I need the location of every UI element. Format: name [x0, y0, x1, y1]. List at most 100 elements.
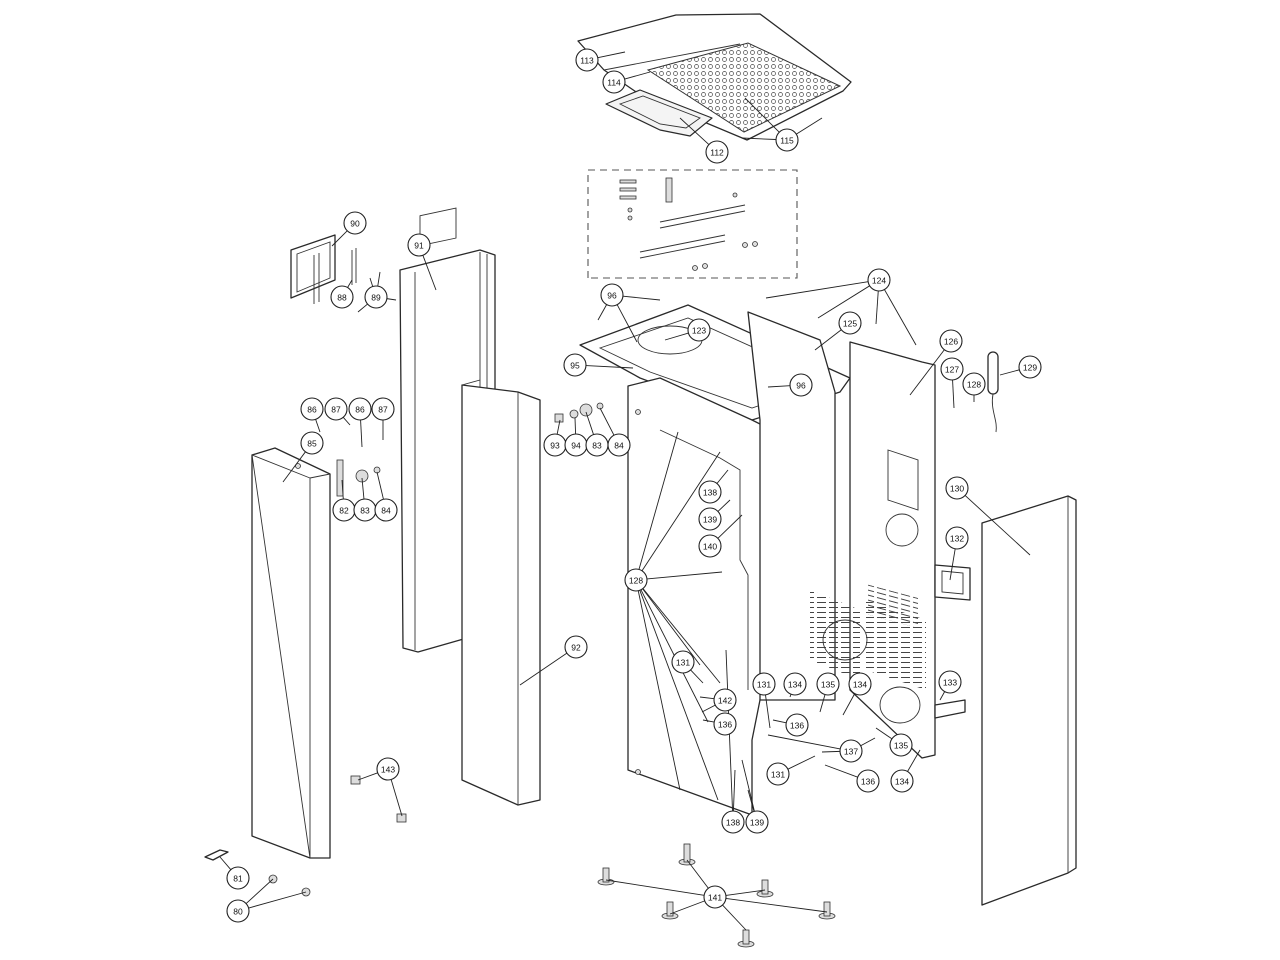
callout-label: 137 — [844, 747, 858, 757]
callout-label: 141 — [708, 893, 722, 903]
callout-circle — [939, 329, 963, 353]
leader-line — [860, 737, 876, 747]
leader-line — [638, 431, 679, 570]
leader-line — [585, 411, 594, 435]
leader-line — [744, 97, 780, 133]
leader-line — [357, 772, 378, 781]
leader-line — [722, 904, 747, 931]
callout-circle — [343, 211, 367, 235]
callout-circle — [785, 713, 809, 737]
callout-circle — [607, 433, 631, 457]
callout-143: 143 — [376, 757, 400, 781]
callout-circle — [703, 885, 727, 909]
callout-label: 134 — [895, 777, 909, 787]
leader-line — [248, 891, 307, 909]
leader-line — [817, 285, 870, 319]
callout-label: 136 — [861, 777, 875, 787]
callout-circle — [721, 810, 745, 834]
leader-line — [605, 879, 705, 896]
callout-label: 136 — [790, 721, 804, 731]
leader-line — [361, 477, 365, 500]
callout-82: 82 — [332, 498, 356, 522]
callout-circle — [371, 397, 395, 421]
callout-134: 134 — [848, 672, 872, 696]
callout-circle — [783, 672, 807, 696]
leader-line — [369, 277, 374, 287]
callout-label: 86 — [355, 405, 365, 415]
leader-line — [741, 137, 777, 140]
callout-label: 134 — [853, 680, 867, 690]
leader-line — [701, 704, 716, 713]
callout-125: 125 — [838, 311, 862, 335]
callout-label: 127 — [945, 365, 959, 375]
callout-95: 95 — [563, 353, 587, 377]
callout-label: 113 — [580, 56, 594, 66]
callout-label: 133 — [943, 678, 957, 688]
callout-92: 92 — [564, 635, 588, 659]
callout-84: 84 — [374, 498, 398, 522]
callout-label: 134 — [788, 680, 802, 690]
callout-circle — [945, 526, 969, 550]
leader-line — [585, 365, 634, 369]
callout-96: 96 — [600, 283, 624, 307]
leader-line — [686, 859, 709, 889]
callout-87: 87 — [324, 397, 348, 421]
callout-label: 130 — [950, 484, 964, 494]
leader-line — [597, 304, 608, 321]
leader-line — [642, 588, 701, 666]
callout-circle — [671, 650, 695, 674]
leader-line — [360, 419, 363, 448]
bracket-assembly-box — [587, 169, 798, 279]
callout-label: 129 — [1023, 363, 1037, 373]
callout-circle — [789, 373, 813, 397]
leader-line — [669, 900, 705, 915]
callout-label: 140 — [703, 542, 717, 552]
callout-circle — [713, 688, 737, 712]
callout-label: 114 — [607, 78, 621, 88]
callout-136: 136 — [785, 713, 809, 737]
callout-126: 126 — [939, 329, 963, 353]
leader-line — [939, 691, 946, 701]
leader-line — [342, 416, 351, 426]
callout-circle — [564, 635, 588, 659]
callout-131: 131 — [766, 762, 790, 786]
leader-line — [725, 889, 766, 896]
callout-circle — [838, 311, 862, 335]
leader-lines — [219, 51, 1031, 931]
callout-circle — [938, 670, 962, 694]
leader-line — [999, 369, 1020, 376]
callout-label: 142 — [718, 696, 732, 706]
leader-line — [245, 878, 274, 904]
callout-label: 95 — [570, 361, 580, 371]
callout-circle — [226, 899, 250, 923]
callout-label: 82 — [339, 506, 349, 516]
callout-137: 137 — [839, 739, 863, 763]
feet-141 — [597, 843, 836, 948]
callout-label: 135 — [894, 741, 908, 751]
callout-80: 80 — [226, 899, 250, 923]
callout-circle — [940, 357, 964, 381]
leader-line — [556, 419, 561, 435]
leader-line — [875, 290, 879, 325]
callout-label: 81 — [233, 874, 243, 884]
leader-line — [690, 669, 704, 684]
leader-line — [732, 769, 736, 812]
callout-138: 138 — [698, 480, 722, 504]
callout-label: 90 — [350, 219, 360, 229]
leader-line — [717, 499, 731, 512]
leader-line — [949, 548, 956, 581]
leader-line — [679, 117, 710, 145]
callout-circle — [945, 476, 969, 500]
callout-label: 125 — [843, 319, 857, 329]
callout-label: 115 — [780, 136, 794, 146]
callout-label: 128 — [967, 380, 981, 390]
callout-129: 129 — [1018, 355, 1042, 379]
callout-86: 86 — [348, 397, 372, 421]
leader-line — [386, 298, 397, 301]
callout-circle — [575, 48, 599, 72]
leader-line — [716, 469, 729, 484]
callout-label: 91 — [414, 241, 424, 251]
callout-label: 96 — [796, 381, 806, 391]
small-plate-132 — [934, 564, 971, 601]
callout-96: 96 — [789, 373, 813, 397]
